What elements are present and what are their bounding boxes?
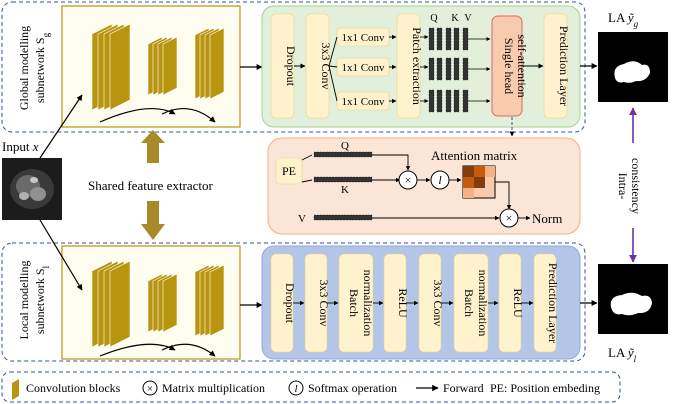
legend-matmul-icon — [142, 380, 158, 396]
global-attn-label-1: Single head — [502, 38, 516, 94]
input-to-global-arrow — [39, 94, 83, 159]
legend-frame — [1, 371, 621, 403]
pe-to-k — [301, 179, 313, 183]
global-conv-blocks — [91, 23, 225, 123]
attn-v-label: V — [298, 213, 306, 225]
local-bn-b-label-2: normalization — [476, 270, 490, 337]
legend-matmul-glyph: × — [147, 383, 153, 395]
local-bn-b-label-1: Batch — [462, 289, 476, 317]
attn-k-tokens — [313, 176, 373, 183]
input-to-local-arrow — [39, 219, 83, 291]
attn-q-tokens — [313, 151, 373, 158]
input-label: Input x — [2, 139, 39, 154]
shared-arrow-bottom — [141, 201, 165, 240]
global-conv1-b-label: 1x1 Conv — [341, 62, 385, 74]
local-output-label: LA ỹl — [608, 345, 637, 364]
conv3-to-conv1-a — [328, 36, 338, 67]
local-dropout-label: Dropout — [283, 283, 297, 324]
global-output-label: LA ỹg — [608, 10, 639, 29]
global-patch-module — [396, 13, 421, 119]
matrix-right-line — [495, 181, 510, 198]
legend-matmul-label: Matrix multiplication — [162, 381, 265, 395]
legend-softmax-label: Softmax operation — [308, 381, 397, 395]
legend-conv-label: Convolution blocks — [26, 381, 121, 395]
global-subnet-frame — [1, 1, 586, 133]
local-subnet-label: Local modelling — [17, 261, 31, 340]
shared-feature-label: Shared feature extractor — [88, 178, 214, 193]
global-pred-label: Prediction Layer — [557, 26, 571, 106]
global-v-label: V — [464, 13, 472, 24]
attention-matrix-title: Attention matrix — [431, 148, 518, 163]
attn-v-tokens — [313, 214, 373, 221]
consistency-label-1: Intra- — [616, 173, 630, 200]
matmul-cross-1: × — [405, 173, 412, 187]
local-conv3b-label: 3x3 Conv — [431, 279, 445, 326]
global-conv1-c-label: 1x1 Conv — [341, 96, 385, 108]
legend-forward-label: Forward — [443, 381, 484, 395]
local-bn-a-label-1: Batch — [347, 289, 361, 317]
global-patch-label: Patch extraction — [410, 27, 424, 105]
global-patch-tokens — [420, 27, 491, 113]
matmul-cross-2: × — [506, 211, 513, 225]
local-relu-a-label: ReLU — [396, 288, 410, 318]
legend-pe-label: PE: Position embeding — [490, 381, 600, 395]
local-conv-blocks — [91, 260, 225, 357]
global-dropout-label: Dropout — [284, 46, 298, 87]
local-subnet-frame — [1, 242, 586, 362]
global-conv3-label: 3x3 Conv — [319, 42, 333, 89]
legend-softmax-icon — [288, 380, 304, 396]
pe-box — [275, 157, 303, 185]
local-modules — [270, 253, 557, 353]
global-k-label: K — [451, 13, 459, 24]
local-pred-label: Prediction Layer — [546, 263, 560, 343]
local-conv3a-label: 3x3 Conv — [317, 279, 331, 326]
conv3-to-conv1-c — [328, 65, 338, 102]
consistency-label-2: consistency — [629, 158, 643, 214]
pe-label: PE — [282, 164, 296, 178]
attention-matrix — [462, 165, 496, 199]
global-q-label: Q — [430, 13, 438, 24]
global-subnet-label: Global modelling — [17, 26, 31, 110]
norm-label: Norm — [532, 211, 562, 226]
local-output-shape — [610, 292, 652, 316]
global-output-shape — [614, 61, 650, 83]
pe-to-q — [301, 154, 313, 161]
q-to-mult — [372, 154, 411, 171]
input-mri-texture — [10, 169, 54, 209]
global-subnet-label-2: subnetwork Sg — [33, 32, 51, 103]
shared-arrow-top — [141, 130, 165, 163]
local-bn-a-label-2: normalization — [361, 270, 375, 337]
global-prediction-module — [543, 13, 568, 119]
attention-panel — [267, 137, 581, 235]
legend-softmax-glyph: l — [294, 383, 297, 395]
legend-conv-icon — [12, 379, 19, 400]
conv3-to-conv1-b — [328, 65, 338, 68]
softmax-glyph: l — [438, 173, 442, 187]
local-relu-b-label: ReLU — [511, 288, 525, 318]
global-conv1-a-label: 1x1 Conv — [341, 32, 385, 44]
local-subnet-label-2: subnetwork Sl — [33, 265, 51, 334]
attn-q-label: Q — [341, 140, 349, 152]
attn-k-label: K — [341, 184, 349, 196]
